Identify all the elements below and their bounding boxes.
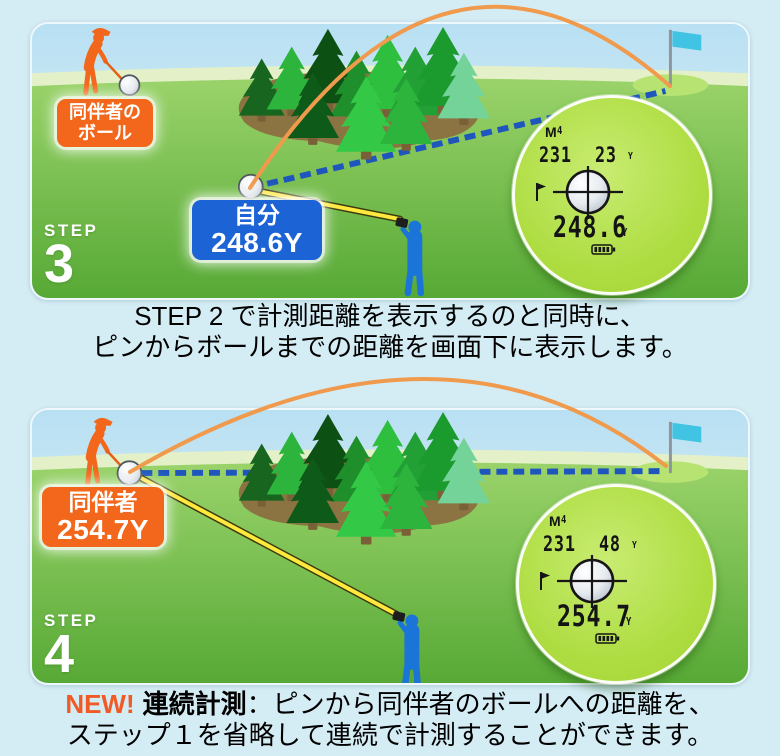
step4-word: STEP xyxy=(44,611,99,630)
companion-ball xyxy=(116,460,143,486)
rangefinder-display-step3: M4 231 23 Y 248.6 Y xyxy=(512,95,712,295)
laser-beam xyxy=(252,187,404,223)
companion-distance-value: 254.7Y xyxy=(57,514,149,545)
own-ball xyxy=(237,173,264,200)
mode-indicator: M4 xyxy=(545,124,564,142)
step3-caption-line2: ピンからボールまでの距離を画面下に表示します。 xyxy=(92,332,688,362)
battery-icon xyxy=(595,633,620,644)
battery-icon xyxy=(591,244,616,255)
own-distance-title: 自分 xyxy=(234,202,280,228)
flag-icon xyxy=(536,183,546,201)
secondary-readout: 48 xyxy=(599,532,621,556)
ball-distance-readout: 254.7 xyxy=(557,599,631,633)
mode-digit: 4 xyxy=(556,124,563,137)
mode-letter: M xyxy=(545,124,557,140)
companion-ball-label: 同伴者の ボール xyxy=(57,99,153,147)
rangefinder-display-step4: M4 231 48 Y 254.7 Y xyxy=(516,484,716,684)
companion-ball-label-line2: ボール xyxy=(78,123,132,143)
continuous-measure-term: 連続計測 xyxy=(142,689,247,719)
continuous-measure-caption: NEW!連続計測：ピンから同伴者のボールへの距離を、 ステップ１を省略して連続で… xyxy=(0,689,780,751)
companion-ball xyxy=(118,74,141,96)
pin-flag xyxy=(668,421,702,474)
caption-line1-rest: ：ピンから同伴者のボールへの距離を、 xyxy=(246,689,715,719)
caption-line2: ステップ１を省略して連続で計測することができます。 xyxy=(66,720,714,750)
laser-beam xyxy=(131,471,402,619)
step3-badge: STEP 3 xyxy=(44,221,99,294)
companion-distance-label: 同伴者 254.7Y xyxy=(42,487,164,547)
own-distance-value: 248.6Y xyxy=(211,227,303,258)
mode-indicator: M4 xyxy=(549,513,568,531)
companion-distance-title: 同伴者 xyxy=(68,489,138,515)
own-distance-label: 自分 248.6Y xyxy=(192,200,322,260)
ball-distance-readout: 248.6 xyxy=(553,210,627,244)
step3-caption-line1: STEP 2 で計測距離を表示するのと同時に、 xyxy=(134,301,646,331)
pin-distance-readout: 231 xyxy=(543,532,576,556)
companion-ball-label-line1: 同伴者の xyxy=(69,102,141,122)
step3-word: STEP xyxy=(44,221,99,240)
bottom-unit-label: Y xyxy=(622,226,629,239)
step3-caption: STEP 2 で計測距離を表示するのと同時に、 ピンからボールまでの距離を画面下… xyxy=(0,301,780,363)
step4-badge: STEP 4 xyxy=(44,611,99,684)
crosshair-reticle xyxy=(540,555,627,608)
caption-line1: NEW!連続計測：ピンから同伴者のボールへの距離を、 xyxy=(0,689,780,720)
new-badge: NEW! xyxy=(65,689,135,719)
step4-number: 4 xyxy=(44,624,75,684)
bottom-unit-label: Y xyxy=(626,615,633,628)
step3-number: 3 xyxy=(44,234,75,294)
unit-label: Y xyxy=(632,540,638,551)
flag-icon xyxy=(540,572,550,590)
mode-letter: M xyxy=(549,513,561,529)
mode-digit: 4 xyxy=(560,513,567,526)
